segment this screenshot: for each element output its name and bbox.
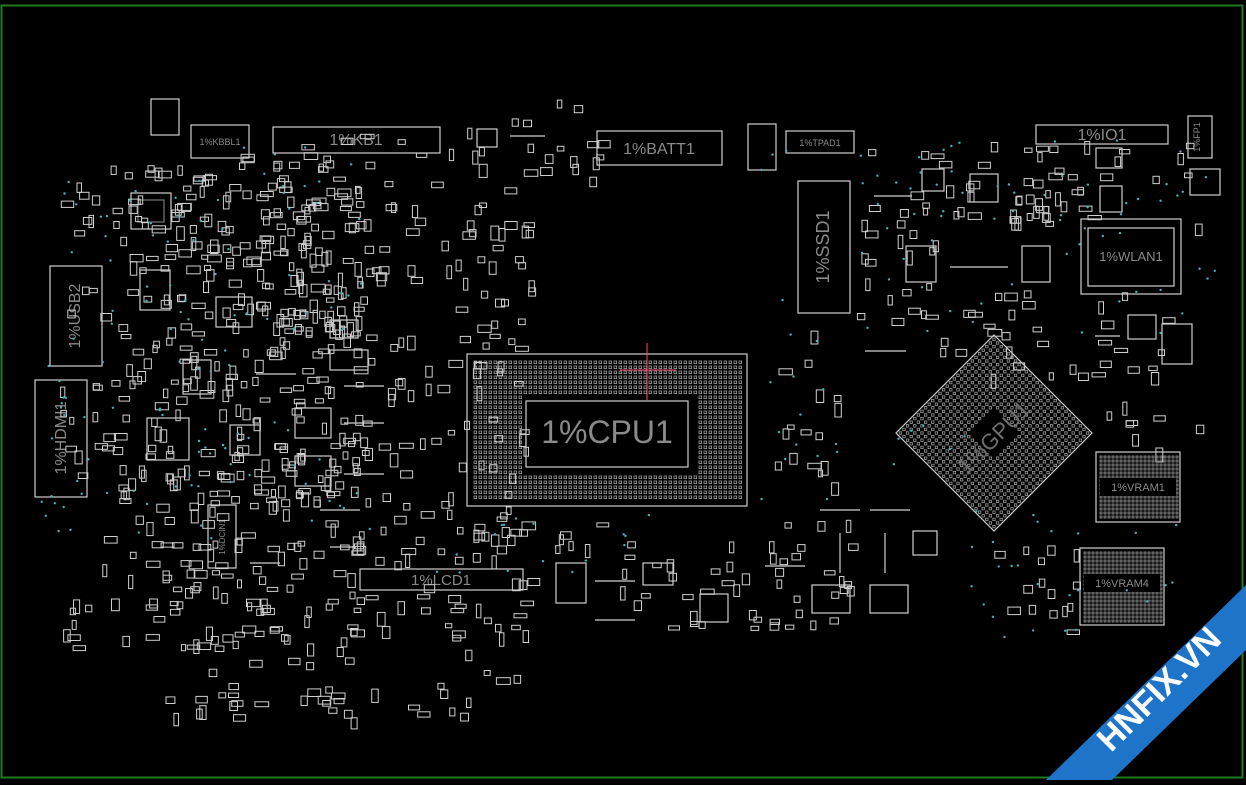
connector-dcin[interactable]: 1%DCIN1 bbox=[207, 504, 237, 569]
watermark-text: HNFIX.VN bbox=[1090, 620, 1229, 759]
cpu-package[interactable]: 1%CPU1 bbox=[466, 353, 748, 507]
connector-batt[interactable]: 1%BATT1 bbox=[596, 130, 723, 166]
connector-hdmi[interactable]: 1%HDMI1 bbox=[34, 379, 88, 498]
label-cpu: 1%CPU1 bbox=[541, 414, 673, 450]
label-kb: 1%KB1 bbox=[329, 132, 382, 149]
vram1-chip[interactable]: 1%VRAM1 bbox=[1095, 451, 1181, 523]
label-kbbl: 1%KBBL1 bbox=[199, 137, 240, 147]
connector-ssd[interactable]: 1%SSD1 bbox=[797, 180, 851, 314]
board-frame bbox=[0, 4, 1244, 779]
via-dots bbox=[40, 139, 1217, 639]
label-fp: 1%FP1 bbox=[1192, 122, 1202, 152]
label-io: 1%IO1 bbox=[1078, 127, 1127, 144]
connector-usb[interactable]: 1%USB2 bbox=[49, 265, 103, 367]
board-traces bbox=[250, 135, 1120, 621]
label-lcd: 1%LCD1 bbox=[411, 572, 471, 589]
label-dcin: 1%DCIN1 bbox=[218, 519, 227, 555]
label-hdmi: 1%HDMI1 bbox=[53, 401, 70, 474]
label-wlan: 1%WLAN1 bbox=[1099, 249, 1163, 264]
cpu-ball-grid bbox=[473, 360, 742, 499]
label-vram1: 1%VRAM1 bbox=[1111, 482, 1165, 494]
connector-kb[interactable]: 1%KB1 bbox=[272, 126, 441, 154]
label-tpad: 1%TPAD1 bbox=[799, 138, 840, 148]
connector-lcd[interactable]: 1%LCD1 bbox=[359, 568, 524, 591]
component-chips bbox=[130, 98, 1221, 623]
gpu-ball-grid bbox=[898, 337, 1090, 529]
connector-tpad[interactable]: 1%TPAD1 bbox=[785, 130, 855, 154]
label-gpu: 1%GPU1 bbox=[952, 396, 1035, 479]
vram4-chip[interactable]: 1%VRAM4 bbox=[1079, 547, 1165, 626]
connector-wlan[interactable]: 1%WLAN1 bbox=[1080, 218, 1182, 295]
connector-io[interactable]: 1%IO1 bbox=[1035, 124, 1169, 145]
label-ssd: 1%SSD1 bbox=[813, 210, 833, 283]
label-batt: 1%BATT1 bbox=[623, 141, 695, 158]
connector-kbbl[interactable]: 1%KBBL1 bbox=[190, 124, 250, 159]
label-vram4: 1%VRAM4 bbox=[1095, 578, 1149, 590]
crosshair-cursor bbox=[620, 343, 676, 400]
connector-fp[interactable]: 1%FP1 bbox=[1187, 115, 1213, 159]
gpu-package[interactable]: 1%GPU1 bbox=[895, 334, 1093, 532]
